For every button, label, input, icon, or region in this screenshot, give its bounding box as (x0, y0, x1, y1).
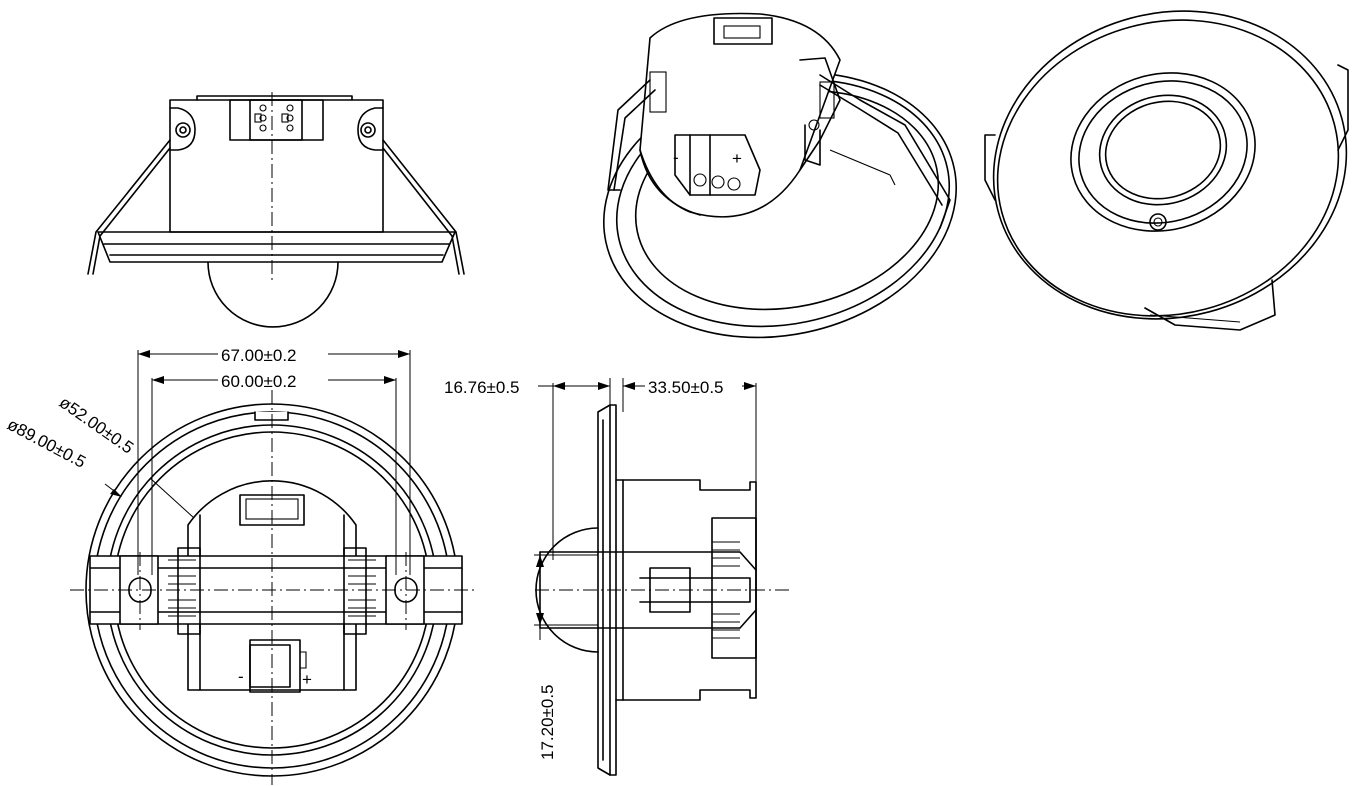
isometric-back-view: - + (603, 12, 957, 339)
front-elevation-view (87, 92, 465, 328)
plan-view: - + (70, 390, 478, 785)
side-section-view (535, 404, 790, 776)
dim-89-label: ø89.00±0.5 (4, 415, 89, 472)
plan-dimensions: 67.00±0.2 60.00±0.2 ø52.00±0.5 ø89.00±0.… (4, 346, 411, 575)
isometric-front-view (984, 10, 1349, 331)
terminal-minus-mark: - (673, 148, 679, 167)
plan-plus-mark: + (302, 670, 312, 689)
dim-17-label: 17.20±0.5 (538, 684, 557, 760)
terminal-plus-mark: + (732, 149, 742, 168)
side-dimensions: 16.76±0.5 33.50±0.5 17.20±0.5 (444, 378, 757, 760)
dim-16-label: 16.76±0.5 (444, 378, 520, 397)
plan-minus-mark: - (238, 667, 244, 686)
dim-33-label: 33.50±0.5 (648, 378, 724, 397)
dim-67-label: 67.00±0.2 (221, 346, 297, 365)
dim-60-label: 60.00±0.2 (221, 372, 297, 391)
